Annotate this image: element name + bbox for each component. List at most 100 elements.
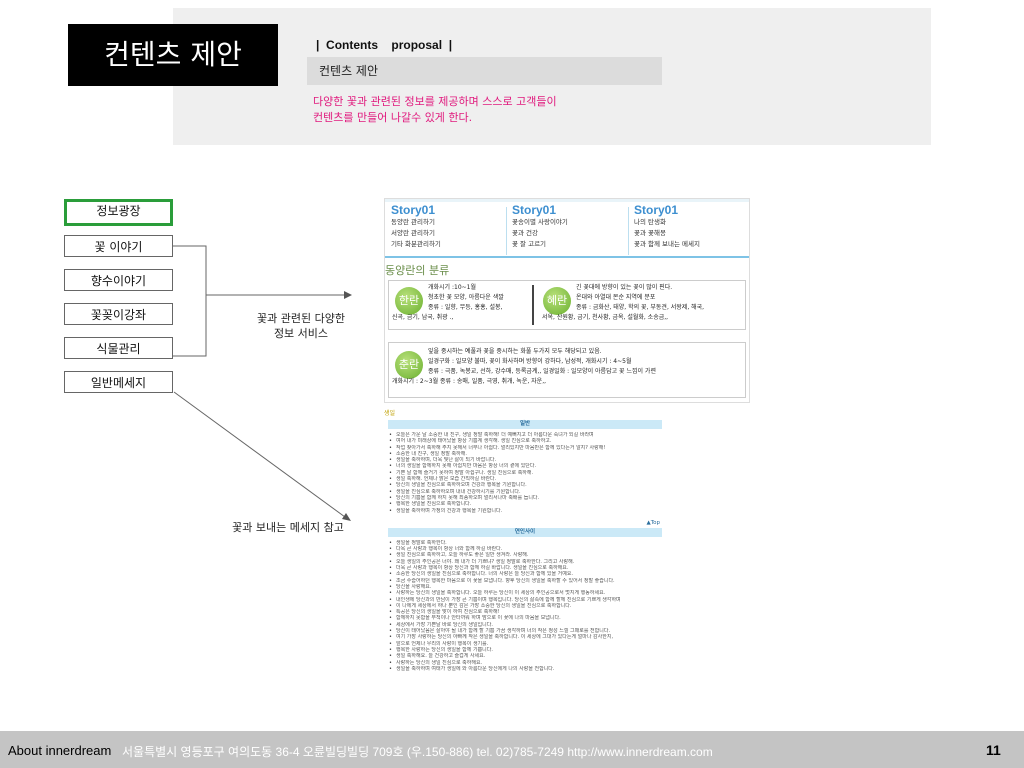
orchid-line: 일경구화 : 일모양 불따, 꽃이 화사하며 방향이 강하다, 남성적, 개화시… bbox=[428, 358, 632, 365]
message-line: 작업 찾아가서 축하해 주지 못해서 너무나 아쉽다. 멀리있지만 마음만은 함… bbox=[384, 445, 666, 451]
story-item[interactable]: 기타 화분관리하기 bbox=[391, 240, 441, 248]
story-item[interactable]: 동양란 관리하기 bbox=[391, 218, 435, 226]
menu-item-flower-story[interactable]: 꽃 이야기 bbox=[64, 235, 173, 257]
page-title: 컨텐츠 제안 bbox=[68, 24, 278, 86]
menu-item-general-message[interactable]: 일반메세지 bbox=[64, 371, 173, 393]
footer-about: About innerdream bbox=[8, 743, 112, 758]
orchid-line: 서옥, 산원황, 금기, 천사황, 금옥, 설월화, 소송금,, bbox=[542, 314, 669, 321]
story-heading: Story01 bbox=[391, 203, 436, 217]
message-line: 내인생에 당신과의 만남이 가장 큰 기쁨이며 행복입니다. 당신의 삶속에 함… bbox=[384, 597, 666, 603]
message-line: 생일 축하해요. 늘 건강하고 즐겁게 사세요. bbox=[384, 653, 666, 659]
divider bbox=[532, 285, 534, 325]
badge-chunran: 춘란 bbox=[395, 351, 423, 379]
story-item[interactable]: 꽃과 함께 보내는 메세지 bbox=[634, 240, 700, 248]
footer-address: 서울특별시 영등포구 여의도동 36-4 오륜빌딩빌딩 709호 (우.150-… bbox=[122, 745, 713, 759]
orchid-line: 긴 꽃대에 방향이 있는 꽃이 많이 핀다. bbox=[576, 284, 673, 291]
story-heading: Story01 bbox=[512, 203, 557, 217]
orchid-line: 종류 : 일향, 무등, 홍홍, 설봉, bbox=[428, 304, 503, 311]
annotation-info-service: 꽃과 관련된 다양한 정보 서비스 bbox=[236, 311, 366, 341]
orchid-box: 춘란 잎을 중시하는 예풀과 꽃을 중시하는 화풀 두가지 모두 해당되고 있음… bbox=[388, 342, 746, 398]
orchid-line: 잎을 중시하는 예풀과 꽃을 중시하는 화풀 두가지 모두 해당되고 있음. bbox=[428, 348, 602, 355]
message-line: 세상에서 가장 기쁜날 바로 당신의 생일입니다. bbox=[384, 622, 666, 628]
top-line bbox=[385, 199, 749, 202]
message-line: 오늘 생일의 주인공은 너야. 왜 내가 더 기쁘냐? 생일 정말로 축하한다.… bbox=[384, 559, 666, 565]
menu-item-flower-arrangement[interactable]: 꽃꽂이강좌 bbox=[64, 303, 173, 325]
message-line: 생일 진심으로 축하하고, 오늘 하루도 좋은 일만 생겨라. 사랑해. bbox=[384, 552, 666, 558]
story-column: Story01 꽃송이별 사랑이야기 꽃과 건강 꽃 잘 고르기 bbox=[512, 203, 630, 257]
message-line: 이 나에게 세상에서 하나 뿐인 감은 가장 소중한 당신의 생일을 진심으로 … bbox=[384, 603, 666, 609]
message-line: 여기 가장 사랑하는 당신의 아빠께 작은 생일을 축하합니다. 이 세상에 그… bbox=[384, 634, 666, 640]
message-line: 사랑하는 당신의 생일을 축하합니다. 오늘 하루는 당신이 이 세상의 주인공… bbox=[384, 590, 666, 596]
story-separator bbox=[506, 207, 507, 255]
message-line: 조금 수줍어하던 행복한 마음으로 이 꽃을 보냅니다. 향후 당신의 생일을 … bbox=[384, 578, 666, 584]
message-line: 다옥 큰 사랑과 행복이 항상 너와 함께 하길 바란다. bbox=[384, 546, 666, 552]
message-line: 너의 생일을 함께하지 못해 아쉽지만 마음은 항상 너의 곁에 있단다. bbox=[384, 463, 666, 469]
annotation-line: 꽃과 관련된 다양한 bbox=[257, 312, 345, 325]
message-line: 당신의 생일을 진심으로 축하하오며 건강과 행복을 기원합니다. bbox=[384, 482, 666, 488]
message-line: 사랑하는 당신의 생일 진심으로 축하해요. bbox=[384, 660, 666, 666]
orchid-text: 잎을 중시하는 예풀과 꽃을 중시하는 화풀 두가지 모두 해당되고 있음. 일… bbox=[392, 347, 656, 387]
menu-item-info-square[interactable]: 정보광장 bbox=[64, 199, 173, 226]
annotation-line: 정보 서비스 bbox=[273, 327, 329, 340]
message-line: 기쁜 날 함께 즐거기 못하여 정말 아쉽구나. 생일 진심으로 축하해. bbox=[384, 470, 666, 476]
message-line: 당신이 태어났음은 살아야 될 내가 함께 할 기쁨 가끔 생각하며 너의 작은… bbox=[384, 628, 666, 634]
story-item[interactable]: 서양란 관리하기 bbox=[391, 229, 435, 237]
orchid-line: 종류 : 극품, 녹봉교, 선하, 강수매, 등록금계,, 일경일화 : 일모양… bbox=[428, 368, 656, 375]
message-line: 생일을 축하하며, 더욱 빛난 삶이 되기 바랍니다. bbox=[384, 457, 666, 463]
section-tag: | Contents proposal | bbox=[316, 38, 453, 52]
section-bar: 연인사이 bbox=[388, 527, 662, 537]
menu-item-perfume-story[interactable]: 향수이야기 bbox=[64, 269, 173, 291]
message-line: 당신을 사랑해요. bbox=[384, 584, 666, 590]
message-line: 행복한 생일을 진심으로 축하합니다. bbox=[384, 501, 666, 507]
orchid-box: 한란 개화시기 :10~1월 청초한 꽃 모양, 아름다운 색깔 종류 : 일향… bbox=[388, 280, 746, 330]
message-line: 더욱 큰 사랑과 행복이 항상 당신과 함께 하길 바랍니다. 생일을 진심으로… bbox=[384, 565, 666, 571]
top-link[interactable]: ▲Top bbox=[646, 519, 660, 526]
orchid-line: 신곡, 금기, 남국, 취광 ., bbox=[392, 314, 454, 321]
badge-hanran: 한란 bbox=[395, 287, 423, 315]
message-heading: 생일 bbox=[384, 410, 396, 417]
message-line: 함께하지 못함을 무척이나 안타까워 하며 맘으로 이 꽃에 나의 마음을 보냅… bbox=[384, 615, 666, 621]
story-item[interactable]: 나의 탄생화 bbox=[634, 218, 666, 226]
story-separator bbox=[628, 207, 629, 255]
description: 다양한 꽃과 관련된 정보를 제공하며 스스로 고객들이 컨텐츠를 만들어 나갈… bbox=[313, 94, 653, 126]
orchid-line: 청초한 꽃 모양, 아름다운 색깔 bbox=[428, 294, 504, 301]
birthday-message-screenshot: 생일 일반 오늘은 가운 날 소중한 내 친구, 생일 정말 축하해! 더 예뻐… bbox=[384, 408, 674, 690]
description-line: 컨텐츠를 만들어 나갈수 있게 한다. bbox=[313, 111, 473, 124]
story-bottom-line bbox=[385, 256, 749, 258]
orchid-line: 온대와 아열대 몬순 지역에 분포 bbox=[576, 294, 656, 301]
orchid-line: 종류 : 금화산, 태양, 학의 꽃, 부동견, 서왕제, 해국, bbox=[576, 304, 705, 311]
message-line: 생일을 정말로 축하한다. bbox=[384, 540, 666, 546]
message-line: 생일을 축하하며 여태가 생일에 와 아름다운 당신에게 나의 사랑을 전합니다… bbox=[384, 666, 666, 672]
message-line: 소중한 당신의 생일을 진심으로 축하합니다. 너의 사랑은 늘 당신과 함께 … bbox=[384, 571, 666, 577]
story-column: Story01 나의 탄생화 꽃과 꽃해몽 꽃과 함께 보내는 메세지 bbox=[634, 203, 749, 257]
message-line: 생일을 진심으로 축하하오며 내내 건강하시기를 기원합니다. bbox=[384, 489, 666, 495]
section-bar: 일반 bbox=[388, 420, 662, 429]
orchid-line: 개화시기 : 2~3월 종류 : 송매, 일품, 극영, 취개, 녹운, 자운,… bbox=[392, 378, 547, 385]
classification-title: 동양란의 분류 bbox=[385, 264, 450, 277]
message-line: 생일을 축하하며 가정의 건강과 행복을 기원합니다. bbox=[384, 508, 666, 514]
orchid-line: 개화시기 :10~1월 bbox=[428, 284, 477, 291]
story-item[interactable]: 꽃과 건강 bbox=[512, 229, 538, 237]
orchid-text: 긴 꽃대에 방향이 있는 꽃이 많이 핀다. 온대와 아열대 몬순 지역에 분포… bbox=[542, 283, 705, 323]
message-line: 앞으로 언제나 우리의 사랑이 행복이 생기를. bbox=[384, 641, 666, 647]
message-line: 행복한 사랑하는 당신의 생일을 함께 기쁩니다. bbox=[384, 647, 666, 653]
story-item[interactable]: 꽃 잘 고르기 bbox=[512, 240, 547, 248]
description-line: 다양한 꽃과 관련된 정보를 제공하며 스스로 고객들이 bbox=[313, 95, 557, 108]
footer-bar bbox=[0, 731, 1024, 768]
orchid-text: 개화시기 :10~1월 청초한 꽃 모양, 아름다운 색깔 종류 : 일향, 무… bbox=[392, 283, 504, 323]
story-item[interactable]: 꽃송이별 사랑이야기 bbox=[512, 218, 568, 226]
story-item[interactable]: 꽃과 꽃해몽 bbox=[634, 229, 666, 237]
badge-hyeran: 혜란 bbox=[543, 287, 571, 315]
message-line: 소중한 내 친구, 생일 정말 축하해. bbox=[384, 451, 666, 457]
menu-item-plant-care[interactable]: 식물관리 bbox=[64, 337, 173, 359]
message-line: 오늘은 가운 날 소중한 내 친구, 생일 정말 축하해! 더 예뻐지고 더 아… bbox=[384, 432, 666, 438]
message-line: 여어 내가 미래상에 태어났을 항상 기쁨계 생각해. 생일 진심으로 축하하고… bbox=[384, 438, 666, 444]
orchid-page-screenshot: Story01 동양란 관리하기 서양란 관리하기 기타 화분관리하기 Stor… bbox=[384, 198, 750, 403]
message-line: 당신의 기쁨을 함께 하지 못해 죄송하오며 멀리서나마 축배를 듭니다. bbox=[384, 495, 666, 501]
message-line: 생일 축하해. 언제나 밝은 모습 간직하길 바란다. bbox=[384, 476, 666, 482]
story-column: Story01 동양란 관리하기 서양란 관리하기 기타 화분관리하기 bbox=[391, 203, 509, 257]
page-number: 11 bbox=[986, 742, 1001, 758]
annotation-message-ref: 꽃과 보내는 메세지 참고 bbox=[232, 521, 344, 534]
subtitle-bar: 컨텐츠 제안 bbox=[307, 57, 662, 85]
